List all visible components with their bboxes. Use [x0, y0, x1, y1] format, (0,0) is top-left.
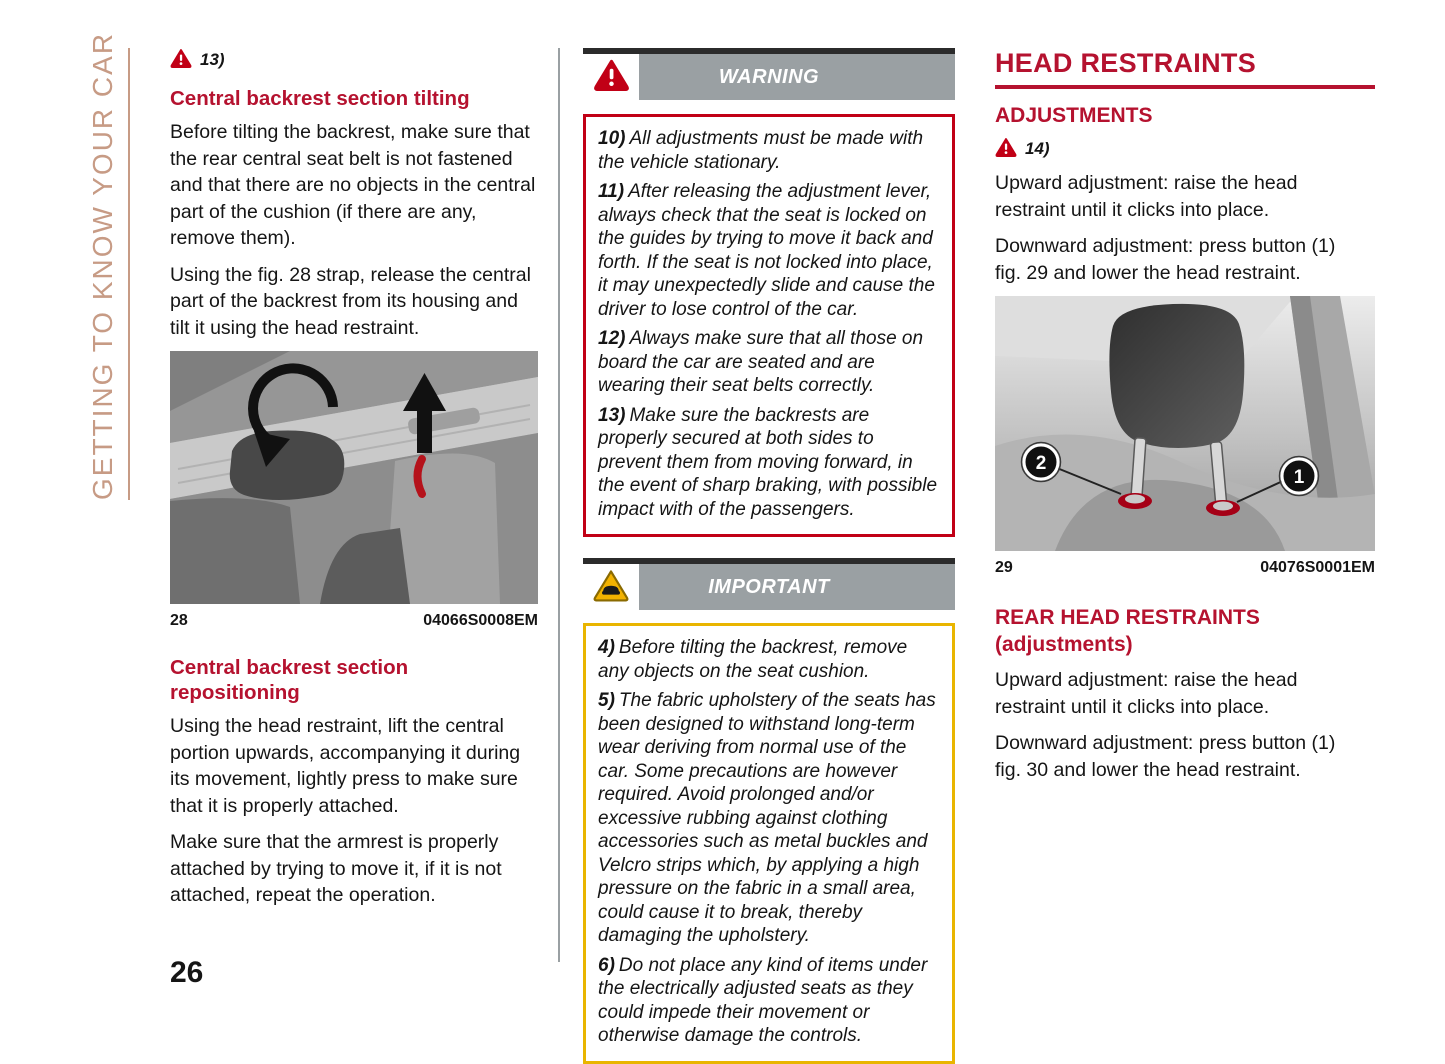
warning-item-text: Always make sure that all those on board…	[598, 328, 924, 396]
important-item-text: Before tilting the backrest, remove any …	[598, 637, 908, 682]
important-icon-tile	[583, 564, 639, 610]
warning-triangle-icon	[995, 137, 1017, 162]
important-box: 4)Before tilting the backrest, remove an…	[583, 623, 955, 1064]
warning-item-text: Make sure the backrests are properly sec…	[598, 404, 938, 520]
important-header: IMPORTANT	[583, 564, 955, 610]
tilt-arrow-icon	[248, 363, 338, 467]
figure-28-illustration	[170, 351, 538, 604]
note-reference-14: 14)	[995, 137, 1375, 161]
warning-item-number: 13)	[598, 404, 626, 426]
column-left: 13) Central backrest section tilting Bef…	[170, 48, 538, 919]
callout-badge-2: 2	[1020, 441, 1062, 483]
paragraph: Before tilting the backrest, make sure t…	[170, 121, 536, 249]
warning-item: 12)Always make sure that all those on bo…	[598, 327, 940, 398]
section-title-rear-head-restraints: REAR HEAD RESTRAINTS (adjustments)	[995, 606, 1260, 656]
warning-item-number: 11)	[598, 181, 625, 202]
release-strap	[413, 455, 426, 498]
warning-item-text: After releasing the adjustment lever, al…	[598, 181, 935, 320]
warning-block: WARNING 10)All adjustments must be made …	[583, 48, 955, 537]
figure-code: 04066S0008EM	[423, 612, 538, 629]
figure-number: 28	[170, 612, 188, 629]
lift-arrow-icon	[403, 373, 446, 453]
warning-box: 10)All adjustments must be made with the…	[583, 114, 955, 537]
figure-28-caption: 28 04066S0008EM	[170, 611, 538, 631]
figure-29-caption: 29 04076S0001EM	[995, 558, 1375, 578]
paragraph: Make sure that the armrest is properly a…	[170, 831, 502, 906]
warning-item: 13)Make sure the backrests are properly …	[598, 404, 940, 522]
warning-item: 11)After releasing the adjustment lever,…	[598, 180, 940, 321]
figure-29-photo: 2 1	[995, 296, 1375, 551]
warning-item-text: All adjustments must be made with the ve…	[598, 128, 924, 173]
figure-number: 29	[995, 559, 1013, 576]
paragraph: Using the fig. 28 strap, release the cen…	[170, 263, 531, 339]
paragraph: Upward adjustment: raise the head restra…	[995, 669, 1298, 718]
important-triangle-icon	[592, 568, 630, 607]
sidebar-chapter-label: GETTING TO KNOW YOUR CAR	[87, 32, 130, 500]
note-reference-13: 13)	[170, 48, 538, 72]
callout-number-2: 2	[1036, 453, 1047, 474]
note-reference-number: 14)	[1025, 139, 1050, 158]
important-item-text: The fabric upholstery of the seats has b…	[598, 690, 936, 946]
important-item: 4)Before tilting the backrest, remove an…	[598, 636, 940, 683]
page-number: 26	[170, 956, 204, 989]
important-item-text: Do not place any kind of items under the…	[598, 954, 928, 1047]
important-block: IMPORTANT 4)Before tilting the backrest,…	[583, 558, 955, 1064]
warning-triangle-icon	[593, 58, 630, 96]
warning-item: 10)All adjustments must be made with the…	[598, 127, 940, 174]
important-header-top-strip	[583, 558, 955, 564]
warning-item-number: 10)	[598, 128, 626, 149]
warning-title: WARNING	[718, 65, 820, 88]
warning-icon-tile	[583, 54, 639, 100]
warning-item-number: 12)	[598, 328, 626, 349]
figure-29: 2 1	[995, 296, 1375, 551]
section-title-adjustments: ADJUSTMENTS	[995, 104, 1153, 127]
note-reference-number: 13)	[200, 50, 225, 69]
paragraph: Downward adjustment: press button (1) fi…	[995, 235, 1336, 284]
figure-28	[170, 351, 538, 604]
column-right: HEAD RESTRAINTS ADJUSTMENTS 14) Upward a…	[995, 48, 1375, 793]
head-restraint	[1109, 303, 1245, 449]
important-title: IMPORTANT	[708, 575, 830, 598]
important-item-number: 5)	[598, 690, 615, 711]
warning-triangle-icon	[170, 48, 192, 73]
important-item-number: 6)	[598, 954, 615, 976]
section-title-backrest-tilting: Central backrest section tilting	[170, 87, 470, 110]
paragraph: Using the head restraint, lift the centr…	[170, 715, 521, 817]
column-middle: WARNING 10)All adjustments must be made …	[583, 48, 955, 1064]
figure-code: 04076S0001EM	[1260, 559, 1375, 576]
important-item-number: 4)	[598, 637, 615, 658]
paragraph: Upward adjustment: raise the head restra…	[995, 172, 1298, 221]
paragraph: Downward adjustment: press button (1) fi…	[995, 732, 1336, 781]
callout-badge-1: 1	[1278, 455, 1320, 497]
page-title-head-restraints: HEAD RESTRAINTS	[995, 48, 1375, 89]
callout-number-1: 1	[1294, 467, 1305, 488]
important-item: 5)The fabric upholstery of the seats has…	[598, 689, 940, 948]
section-title-backrest-repositioning: Central backrest section repositioning	[170, 656, 409, 704]
column-divider	[558, 48, 560, 962]
warning-header-top-strip	[583, 48, 955, 54]
important-item: 6)Do not place any kind of items under t…	[598, 954, 940, 1048]
warning-header: WARNING	[583, 54, 955, 100]
